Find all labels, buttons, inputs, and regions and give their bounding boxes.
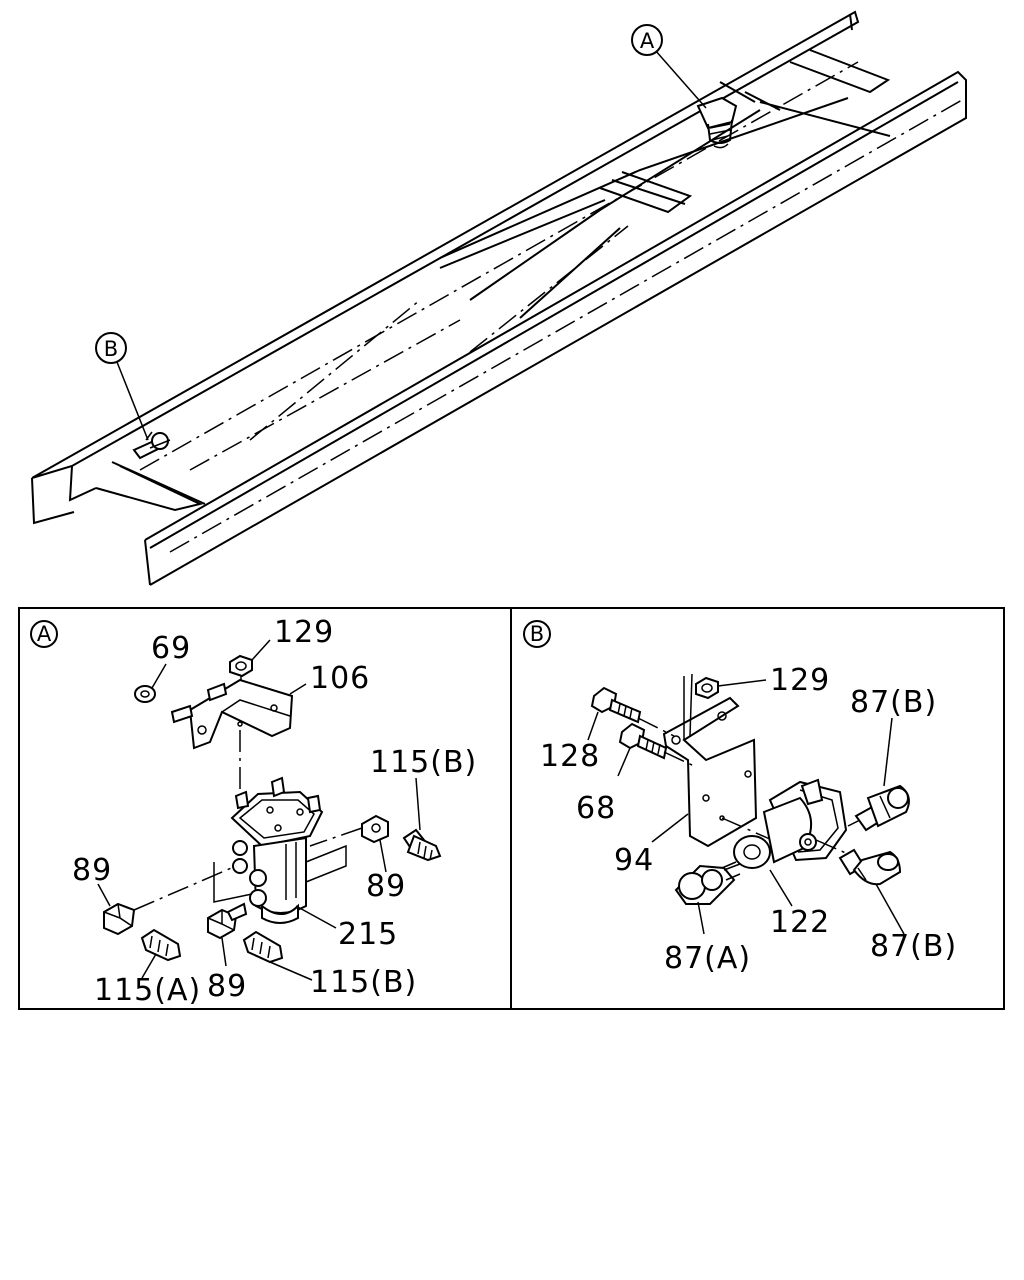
label-115b-bottom: 115(B) bbox=[310, 965, 417, 1000]
label-87a: 87(A) bbox=[664, 941, 751, 976]
fitting-87b-bottom bbox=[838, 848, 905, 935]
label-89-left: 89 bbox=[72, 853, 112, 888]
bracket-106 bbox=[170, 678, 307, 790]
callout-a-panel: A bbox=[30, 620, 58, 648]
bolt-128 bbox=[587, 686, 675, 741]
callout-b-panel: B bbox=[523, 620, 551, 648]
relay-valve-215 bbox=[213, 776, 347, 929]
svg-text:B: B bbox=[104, 337, 118, 361]
valve-122 bbox=[721, 778, 869, 907]
label-106: 106 bbox=[310, 661, 370, 696]
bracket-94 bbox=[662, 673, 773, 848]
leader-94 bbox=[651, 813, 689, 843]
frame-x-brace bbox=[189, 97, 849, 471]
label-87b-top: 87(B) bbox=[850, 685, 937, 720]
overview-valve-b bbox=[116, 361, 171, 460]
frame-rail-left bbox=[31, 10, 860, 525]
panel-b: B bbox=[523, 620, 957, 976]
frame-cross-members bbox=[95, 49, 891, 512]
label-69: 69 bbox=[151, 631, 191, 666]
plug-89-right bbox=[309, 814, 389, 873]
fitting-87b-top bbox=[854, 717, 910, 832]
label-215: 215 bbox=[338, 917, 398, 952]
label-115a: 115(A) bbox=[94, 973, 201, 1008]
svg-text:B: B bbox=[530, 622, 544, 646]
frame-rail-right bbox=[144, 70, 967, 586]
label-129-a: 129 bbox=[274, 615, 334, 650]
connector-115a bbox=[140, 928, 182, 979]
plug-89-left bbox=[97, 865, 237, 936]
svg-text:A: A bbox=[37, 622, 52, 646]
label-87b-bottom: 87(B) bbox=[870, 929, 957, 964]
label-115b-top: 115(B) bbox=[370, 745, 477, 780]
label-68: 68 bbox=[576, 791, 616, 826]
nut-129-b bbox=[695, 676, 767, 700]
plug-89-bottom bbox=[207, 902, 248, 967]
label-89-bottom: 89 bbox=[207, 969, 247, 1004]
washer-69 bbox=[134, 663, 167, 703]
label-128: 128 bbox=[540, 739, 600, 774]
label-89-right: 89 bbox=[366, 869, 406, 904]
label-129-b: 129 bbox=[770, 663, 830, 698]
fitting-87a bbox=[674, 863, 741, 935]
label-122: 122 bbox=[770, 905, 830, 940]
connector-115b-top bbox=[402, 777, 442, 862]
svg-text:A: A bbox=[640, 29, 655, 53]
bolt-68 bbox=[617, 722, 695, 777]
frame-overview: A B bbox=[31, 10, 967, 586]
connector-115b-bottom bbox=[242, 930, 313, 981]
panel-a: A bbox=[30, 615, 477, 1008]
label-94: 94 bbox=[614, 843, 654, 878]
callout-b-overview: B bbox=[95, 332, 127, 364]
callout-a-overview: A bbox=[631, 24, 663, 56]
overview-valve-a bbox=[654, 49, 738, 149]
